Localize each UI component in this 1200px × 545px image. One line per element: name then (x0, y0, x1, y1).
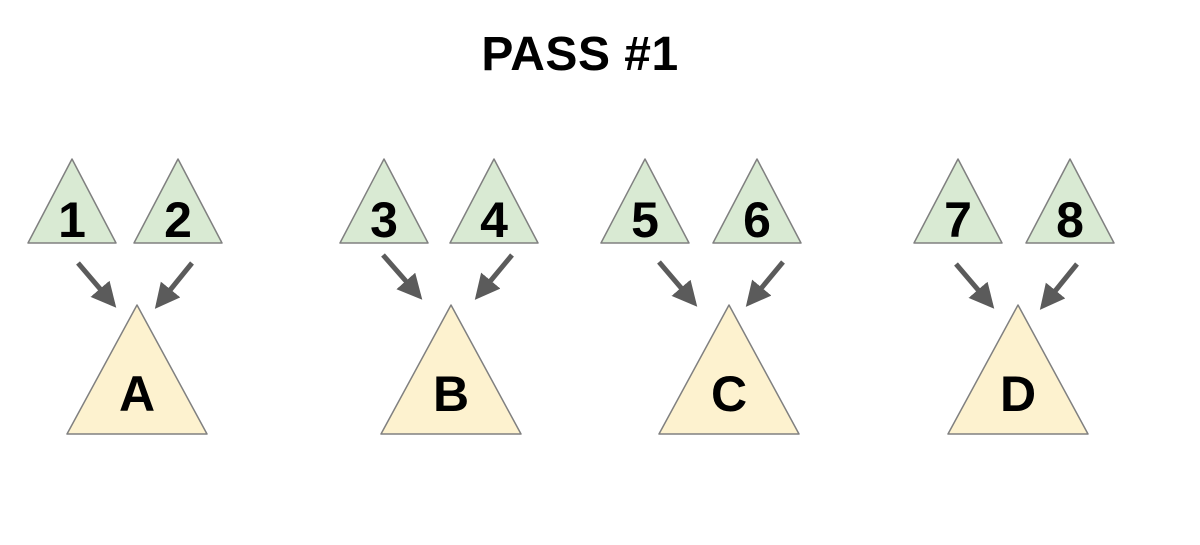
input-triangle-6-label: 6 (743, 192, 771, 248)
output-triangle-c (658, 304, 800, 435)
input-triangle-1 (27, 158, 117, 244)
input-triangle-5-label: 5 (631, 192, 659, 248)
output-triangle-d (947, 304, 1089, 435)
arrow-1-to-a-icon (76, 261, 117, 308)
input-triangle-6 (712, 158, 802, 244)
arrow-4-to-b-icon (474, 253, 514, 300)
input-triangle-7-label: 7 (944, 192, 972, 248)
arrow-5-to-c-icon (657, 260, 698, 307)
input-triangle-8 (1025, 158, 1115, 244)
merge-group-a: 1 2 A (27, 158, 223, 435)
input-triangle-4 (449, 158, 539, 244)
output-triangle-a (66, 304, 208, 435)
merge-group-b: 3 4 B (339, 158, 539, 435)
output-triangle-c-label: C (711, 366, 747, 422)
arrow-3-to-b-icon (381, 253, 423, 300)
output-triangle-b-label: B (433, 366, 469, 422)
input-triangle-4-label: 4 (480, 192, 508, 248)
input-triangle-2-label: 2 (164, 192, 192, 248)
arrow-6-to-c-icon (745, 260, 785, 307)
diagram-title: PASS #1 (481, 28, 679, 81)
input-triangle-3 (339, 158, 429, 244)
merge-group-c: 5 6 C (600, 158, 802, 435)
input-triangle-3-label: 3 (370, 192, 398, 248)
input-triangle-7 (913, 158, 1003, 244)
arrow-8-to-d-icon (1039, 262, 1079, 310)
output-triangle-d-label: D (1000, 366, 1036, 422)
merge-group-d: 7 8 D (913, 158, 1115, 435)
input-triangle-1-label: 1 (58, 192, 86, 248)
arrow-2-to-a-icon (154, 261, 194, 309)
input-triangle-5 (600, 158, 690, 244)
output-triangle-a-label: A (119, 366, 155, 422)
output-triangle-b (380, 304, 522, 435)
arrow-7-to-d-icon (954, 262, 995, 309)
input-triangle-2 (133, 158, 223, 244)
input-triangle-8-label: 8 (1056, 192, 1084, 248)
